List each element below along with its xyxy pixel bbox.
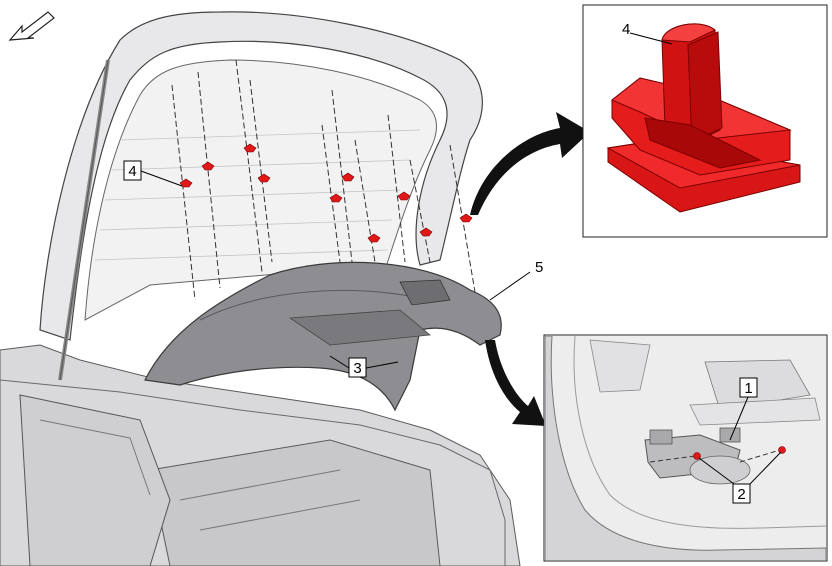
vehicle-rear-illustration xyxy=(0,11,521,566)
callout-3: 3 xyxy=(329,355,399,378)
callout-label: 3 xyxy=(353,360,361,377)
liftgate-glass xyxy=(84,59,438,321)
curved-pointer-arrow-icon xyxy=(485,340,546,426)
callout-5: 5 xyxy=(489,259,543,301)
liftgate-outer xyxy=(39,11,483,341)
retainer-clip-enlarged xyxy=(606,23,801,213)
callout-2: 2 xyxy=(698,451,782,504)
fastener xyxy=(778,446,786,454)
callout-label: 5 xyxy=(535,259,543,276)
latch-detail-inset: 1 2 xyxy=(543,334,828,562)
callout-1: 1 xyxy=(729,377,758,441)
retainer-clips xyxy=(179,143,473,363)
callout-label: 2 xyxy=(737,486,745,503)
fastener xyxy=(693,452,701,460)
callout-label: 1 xyxy=(744,380,752,397)
cargo-floor xyxy=(149,439,441,566)
callout-label: 4 xyxy=(128,163,136,180)
callout-label: 4 xyxy=(622,21,630,38)
front-direction-arrow-icon xyxy=(8,11,55,41)
callout-4-main: 4 xyxy=(123,160,183,187)
clip-detail-inset: 4 xyxy=(582,4,828,238)
curved-pointer-arrow-icon xyxy=(470,112,590,215)
